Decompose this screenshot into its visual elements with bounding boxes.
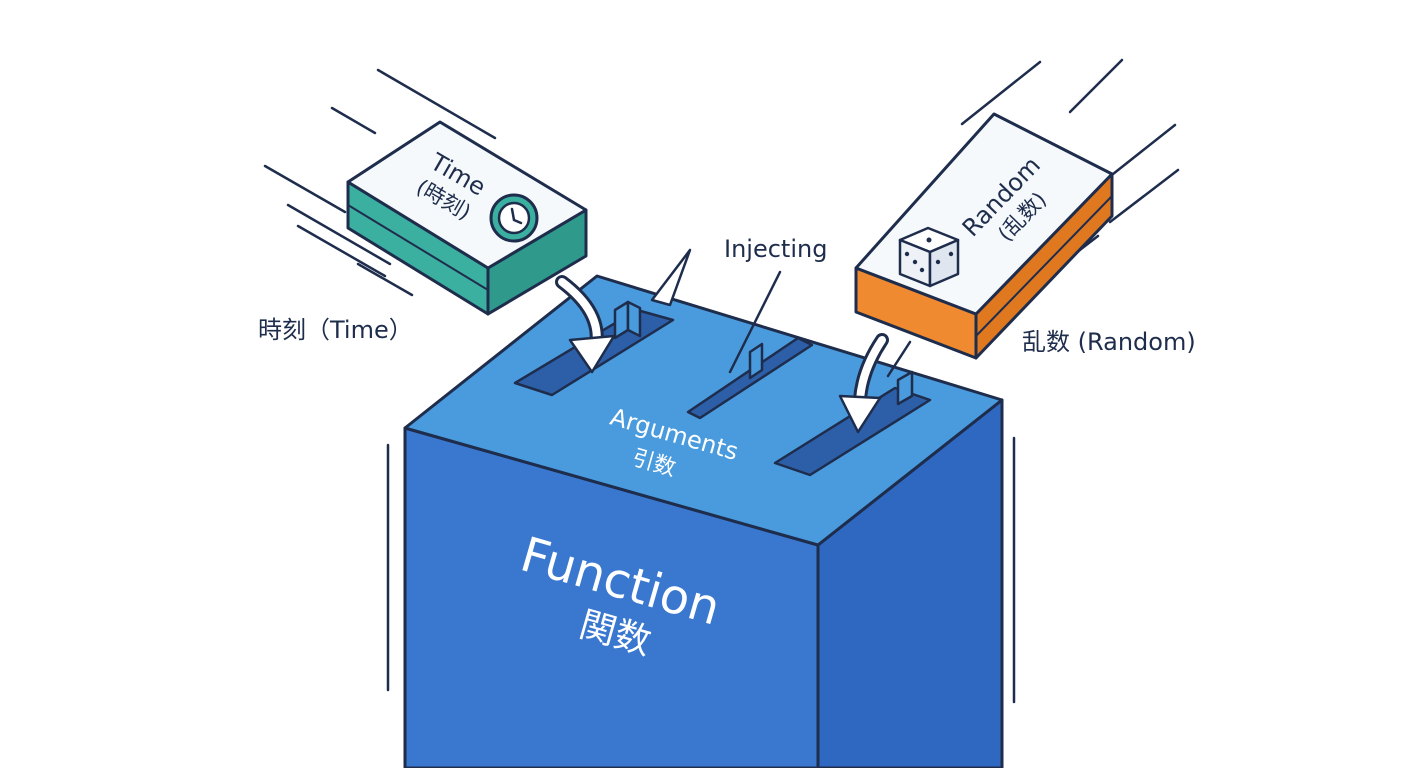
injecting-label: Injecting: [724, 235, 827, 263]
arrow-time-into-slot: [555, 275, 616, 374]
time-card: [346, 120, 588, 316]
random-card: [854, 112, 1114, 360]
slot-tabs: [613, 300, 914, 406]
inject-pointer: [650, 248, 782, 374]
time-caption: 時刻（Time）: [258, 316, 413, 344]
block-edge-lines: [386, 436, 1016, 704]
random-caption: 乱数 (Random): [1022, 328, 1196, 356]
dice-icon: [898, 226, 960, 288]
motion-lines-left: [263, 68, 497, 297]
clock-icon: [489, 193, 539, 243]
function-block: [403, 274, 1004, 768]
arrow-random-into-slot: [838, 333, 912, 434]
